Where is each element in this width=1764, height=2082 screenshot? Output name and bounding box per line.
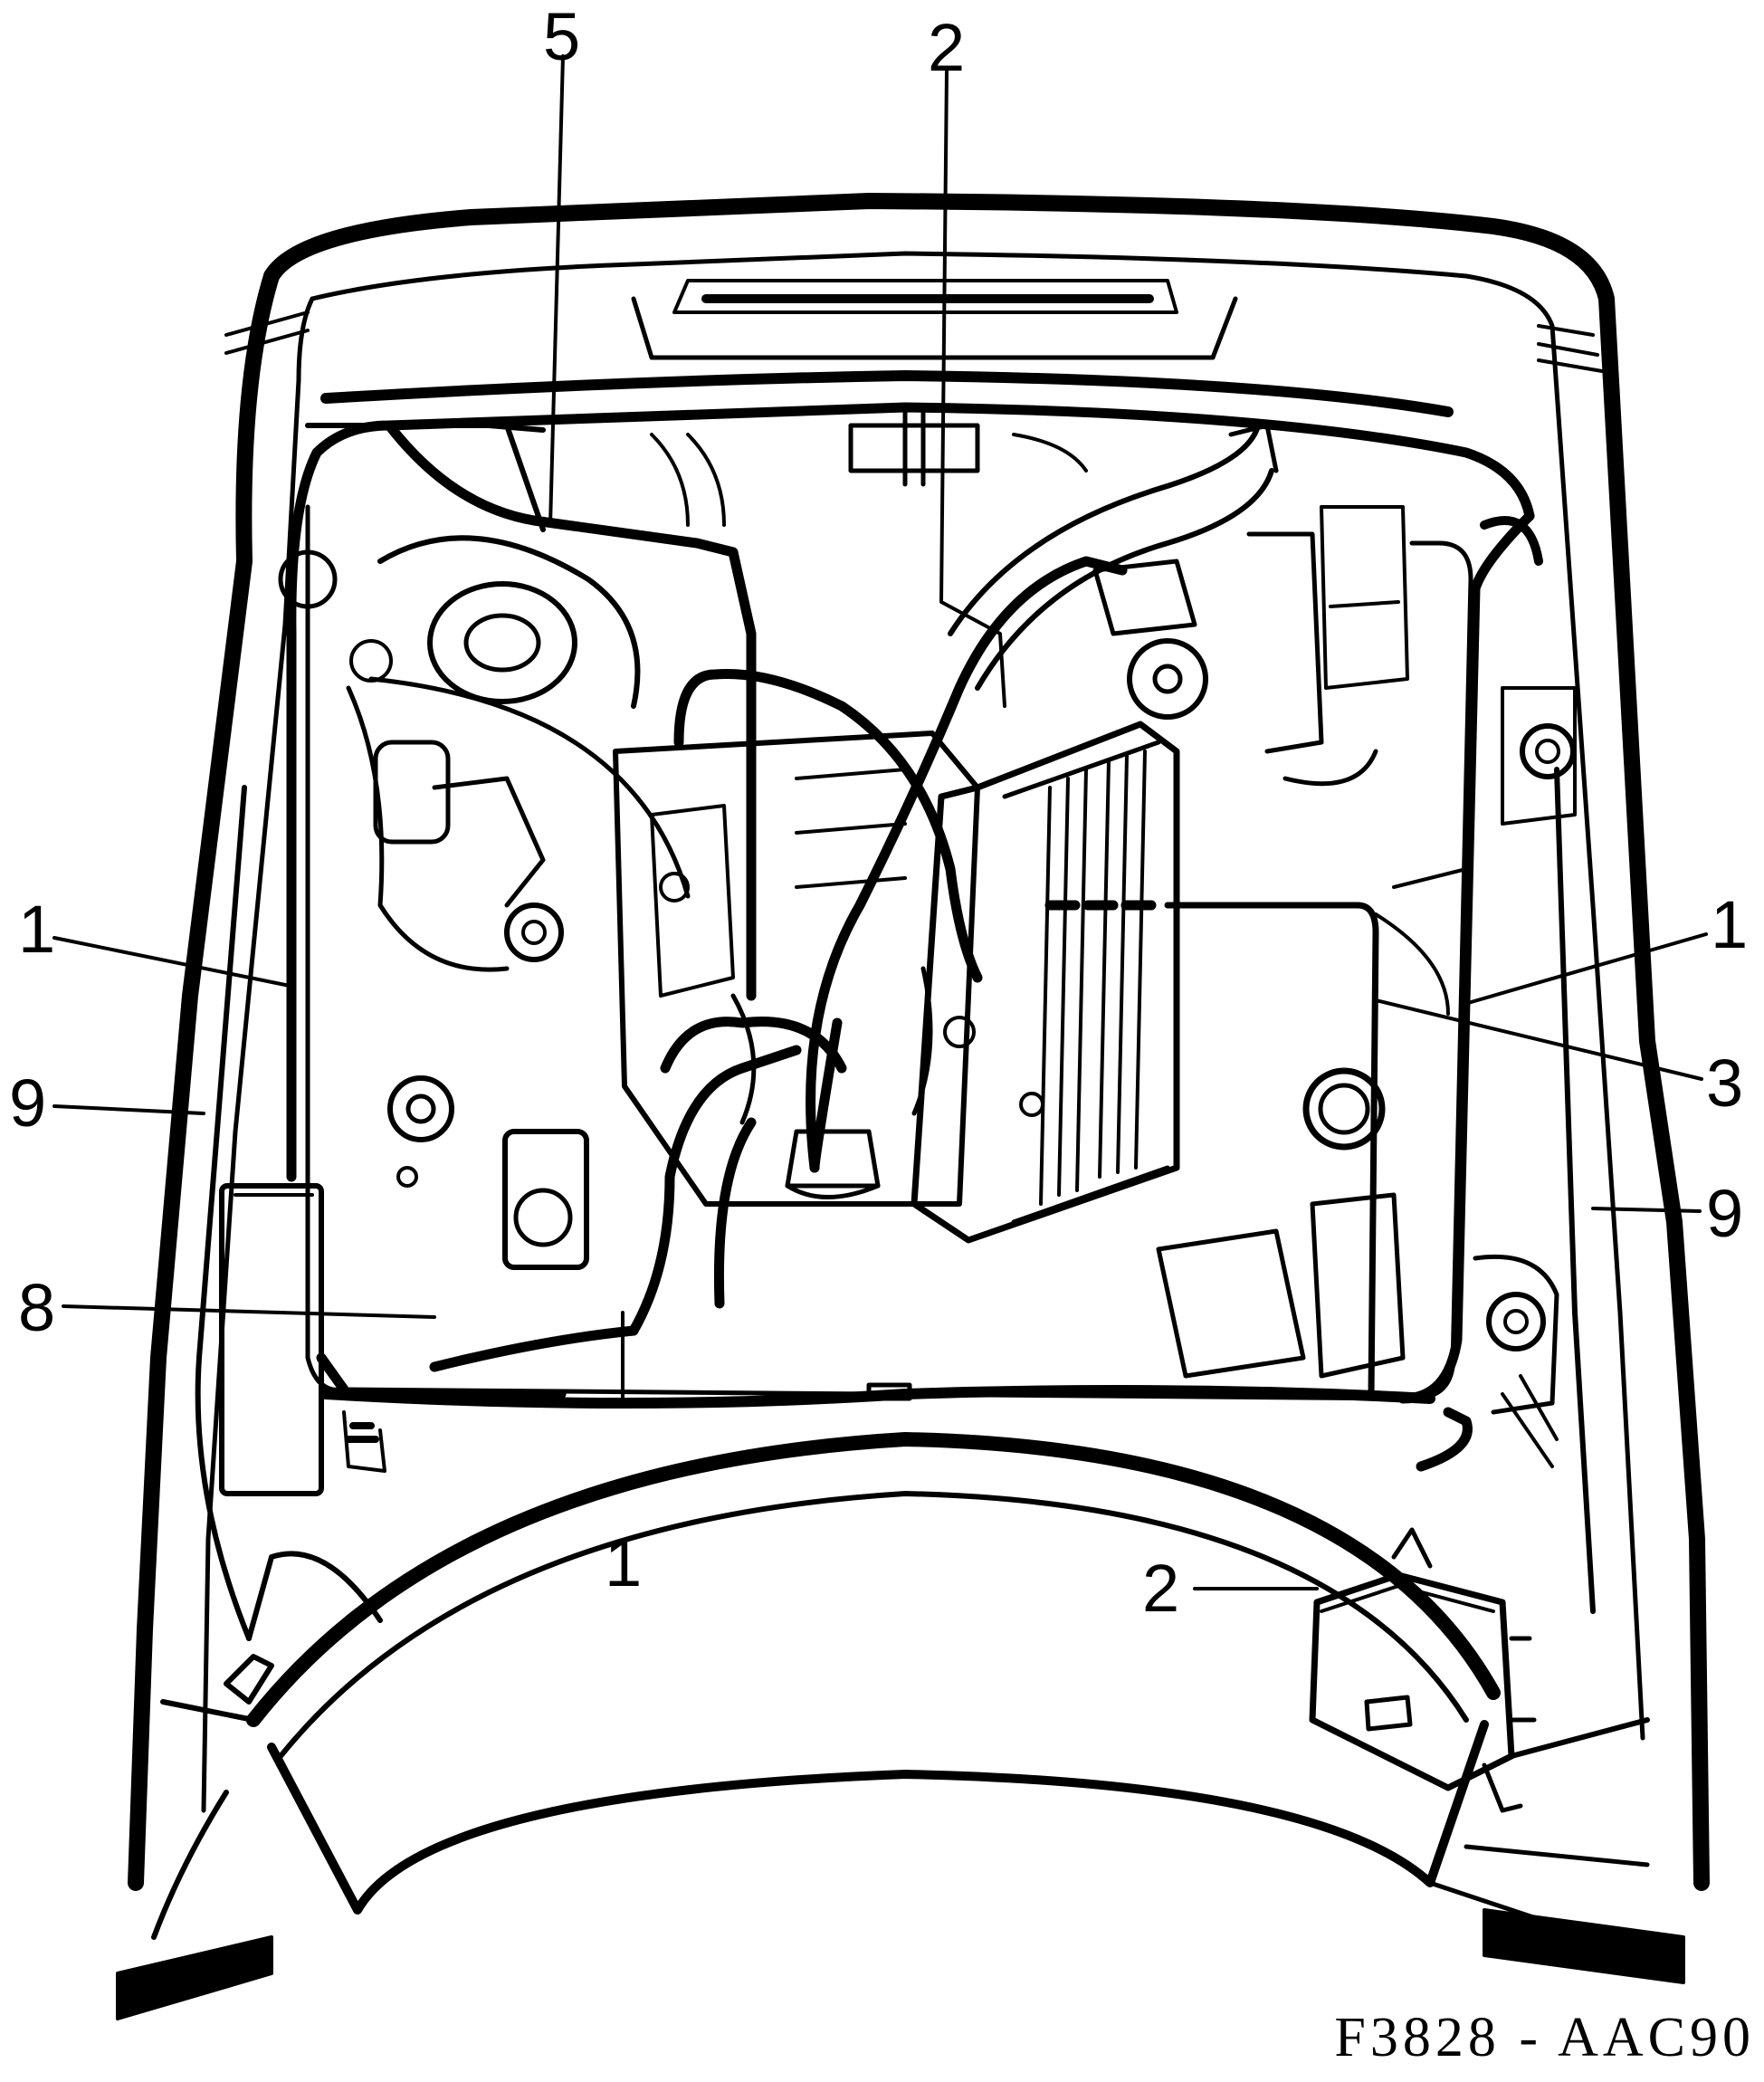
callout-1-right: 1 xyxy=(1711,887,1749,962)
leader-1-left xyxy=(52,936,296,988)
wiring-harness-5 xyxy=(305,423,546,532)
right-components xyxy=(1156,516,1577,1468)
front-arch xyxy=(116,1432,1685,2020)
cowl-panel xyxy=(320,279,1454,417)
callout-8: 8 xyxy=(18,1270,56,1345)
control-unit xyxy=(1309,1527,1537,1813)
callout-9-left: 9 xyxy=(9,1065,47,1141)
car-body-outline xyxy=(128,193,1710,1891)
callout-2-bottom: 2 xyxy=(1142,1551,1180,1626)
intake-pipe xyxy=(650,409,1409,787)
leader-3 xyxy=(1374,998,1703,1081)
leader-1-right xyxy=(1460,932,1708,1007)
left-components xyxy=(219,535,691,1496)
engine-bay-inner xyxy=(305,504,1473,1409)
leader-9-right xyxy=(1591,1207,1702,1213)
callout-9-right: 9 xyxy=(1706,1176,1744,1251)
callout-5: 5 xyxy=(543,0,581,74)
leader-8 xyxy=(62,1304,436,1319)
callout-1-bottom: 1 xyxy=(605,1525,643,1600)
wiring-harness-9 xyxy=(160,767,1650,1759)
callout-2-top: 2 xyxy=(928,10,966,85)
wiring-harness-3 xyxy=(1044,900,1379,1398)
engine-block xyxy=(613,721,1180,1244)
wiring-harness-1 xyxy=(286,402,1535,1472)
figure-reference-code: F3828 - AAC90 xyxy=(1334,2007,1755,2068)
leader-lines xyxy=(52,54,1708,1590)
leader-9-left xyxy=(52,1104,205,1115)
callout-3: 3 xyxy=(1706,1046,1744,1121)
leader-2-top xyxy=(939,69,1006,708)
callout-1-left: 1 xyxy=(18,892,56,967)
leader-5 xyxy=(548,54,565,527)
